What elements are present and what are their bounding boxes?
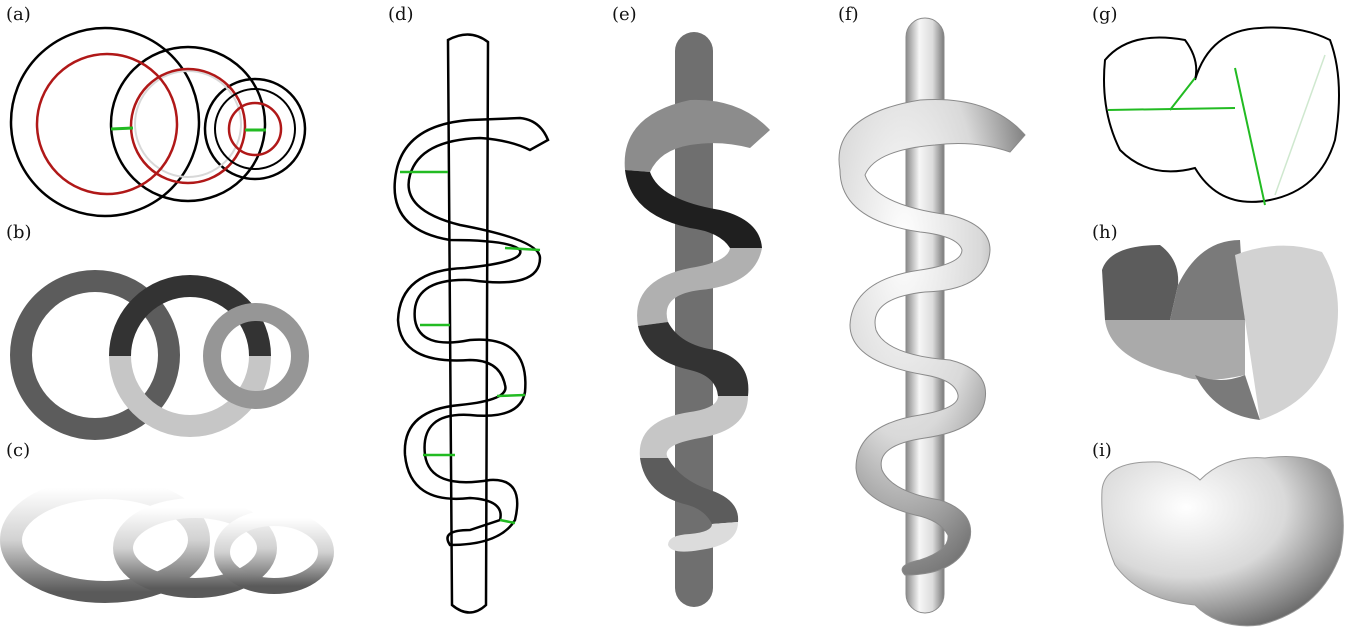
shape-h-low [1195, 375, 1260, 420]
cut-d-4 [497, 395, 525, 396]
panel-i-shape [1102, 457, 1344, 626]
shape-h-left-top [1102, 245, 1178, 320]
cut-d-6 [500, 520, 515, 523]
ring-a-inner-outline [135, 71, 241, 177]
panel-c-tori [11, 488, 326, 592]
panel-b-rings [21, 281, 300, 429]
shape-i-blob [1102, 457, 1344, 626]
shape-h-mid [1170, 240, 1245, 320]
panel-g-shape [1104, 28, 1339, 206]
panel-h-shape [1102, 240, 1338, 420]
panel-a-rings [11, 28, 305, 216]
shape-h-left-bottom [1105, 320, 1245, 380]
ring-a-large-outline [11, 28, 199, 216]
panel-d-snake-staff [395, 34, 548, 612]
cut-g-2 [1235, 68, 1265, 205]
cut-a-1 [111, 128, 133, 129]
snake-d-outline [395, 118, 548, 545]
panel-f-snake-staff [839, 18, 1025, 613]
cut-g-3 [1170, 78, 1195, 110]
panel-e-snake-staff [625, 32, 770, 607]
